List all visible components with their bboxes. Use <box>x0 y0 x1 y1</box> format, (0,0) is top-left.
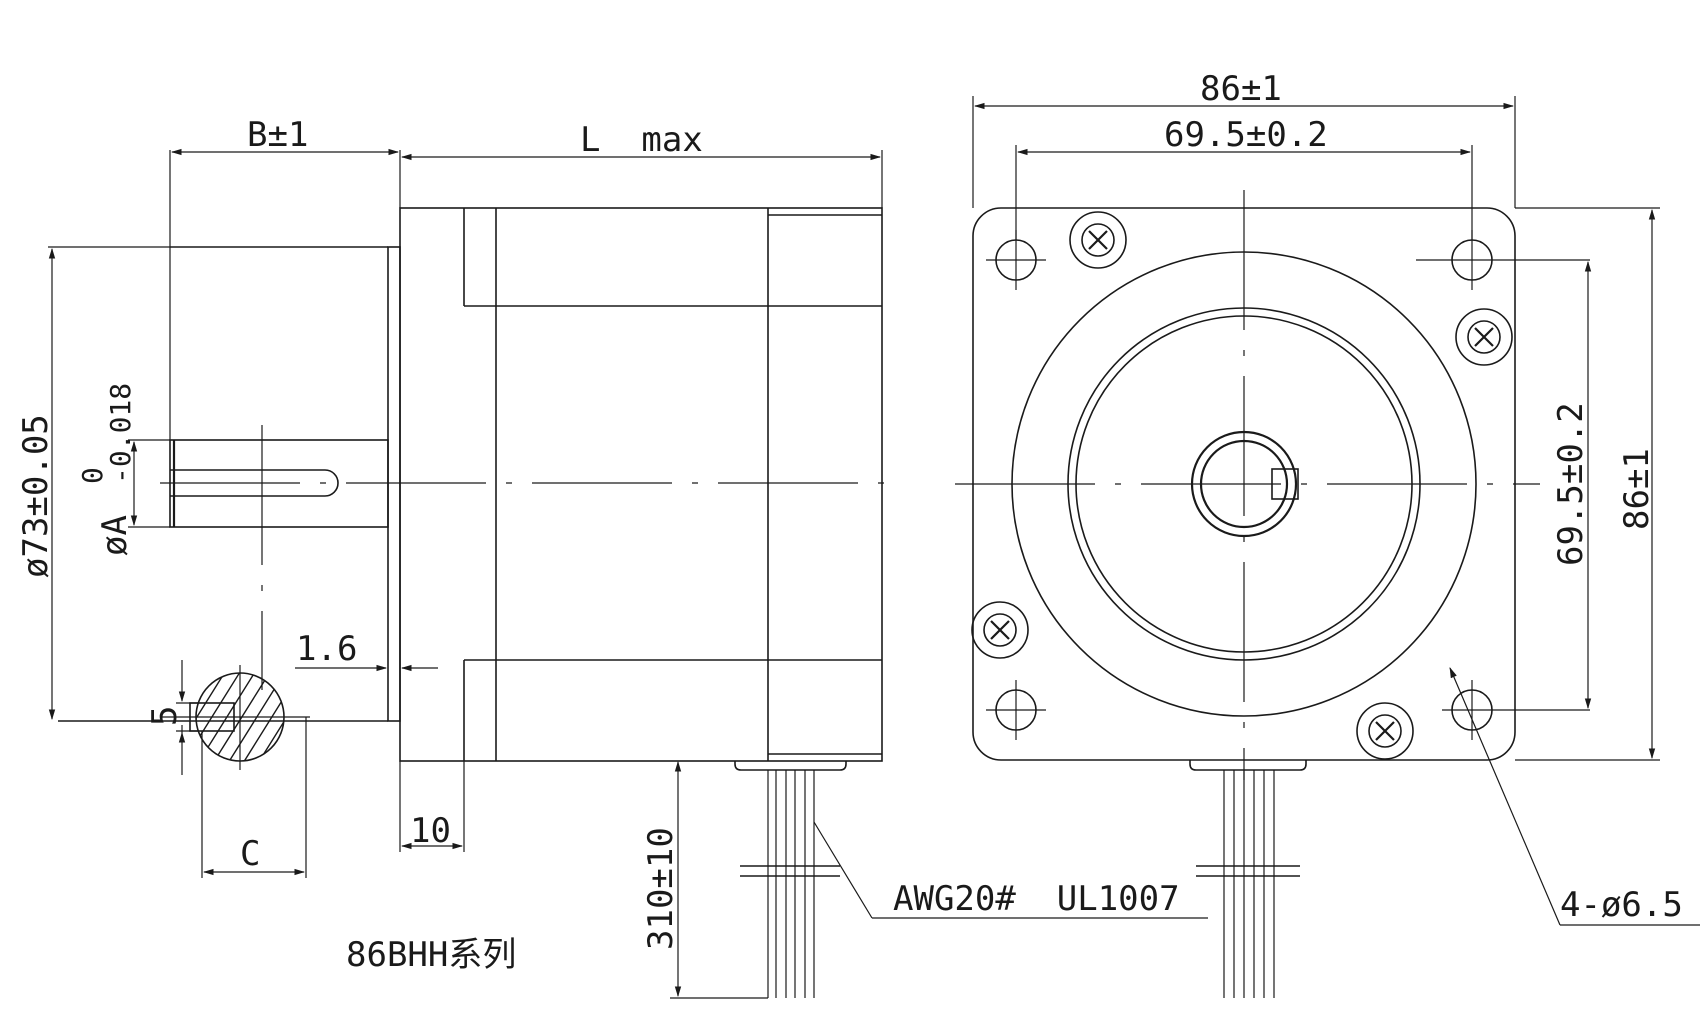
dim-flange-thickness: 10 <box>410 811 451 851</box>
shaft-section <box>160 665 310 770</box>
mounting-holes <box>986 230 1590 740</box>
lead-wires <box>740 770 840 998</box>
dim-flat-width: C <box>240 834 260 874</box>
dim-shaft-tol-upper: 0 <box>76 467 109 484</box>
dim-shaft-diameter: øA <box>95 515 135 556</box>
screw-heads <box>971 211 1513 760</box>
dim-flat-depth: 1.6 <box>296 629 357 669</box>
dim-shaft-tol-lower: -0.018 <box>104 383 137 484</box>
dim-flange-diameter: ø73±0.05 <box>16 414 56 578</box>
flange-boss <box>387 246 401 722</box>
front-lead-wires <box>1196 770 1300 998</box>
dim-body-length: L max <box>580 120 703 160</box>
dim-lead-length: 310±10 <box>641 827 681 950</box>
front-view: 86±1 69.5±0.2 69.5±0.2 86±1 4-ø6.5 <box>955 69 1700 998</box>
wire-spec: AWG20# UL1007 <box>893 879 1180 919</box>
dim-flange-height-side: 86±1 <box>1617 448 1657 530</box>
dim-flange-width-top: 86±1 <box>1200 69 1282 109</box>
dim-flat-height: 5 <box>145 706 185 726</box>
dim-hole-spacing-top: 69.5±0.2 <box>1164 115 1328 155</box>
dim-shaft-length: B±1 <box>247 115 308 155</box>
side-view: B±1 L max ø73±0.05 øA 0 -0.018 1.6 <box>16 115 1208 999</box>
dim-mount-holes: 4-ø6.5 <box>1560 885 1683 925</box>
dim-hole-spacing-side: 69.5±0.2 <box>1551 402 1591 566</box>
series-label: 86BHH系列 <box>346 935 516 975</box>
motor-body <box>399 207 883 771</box>
